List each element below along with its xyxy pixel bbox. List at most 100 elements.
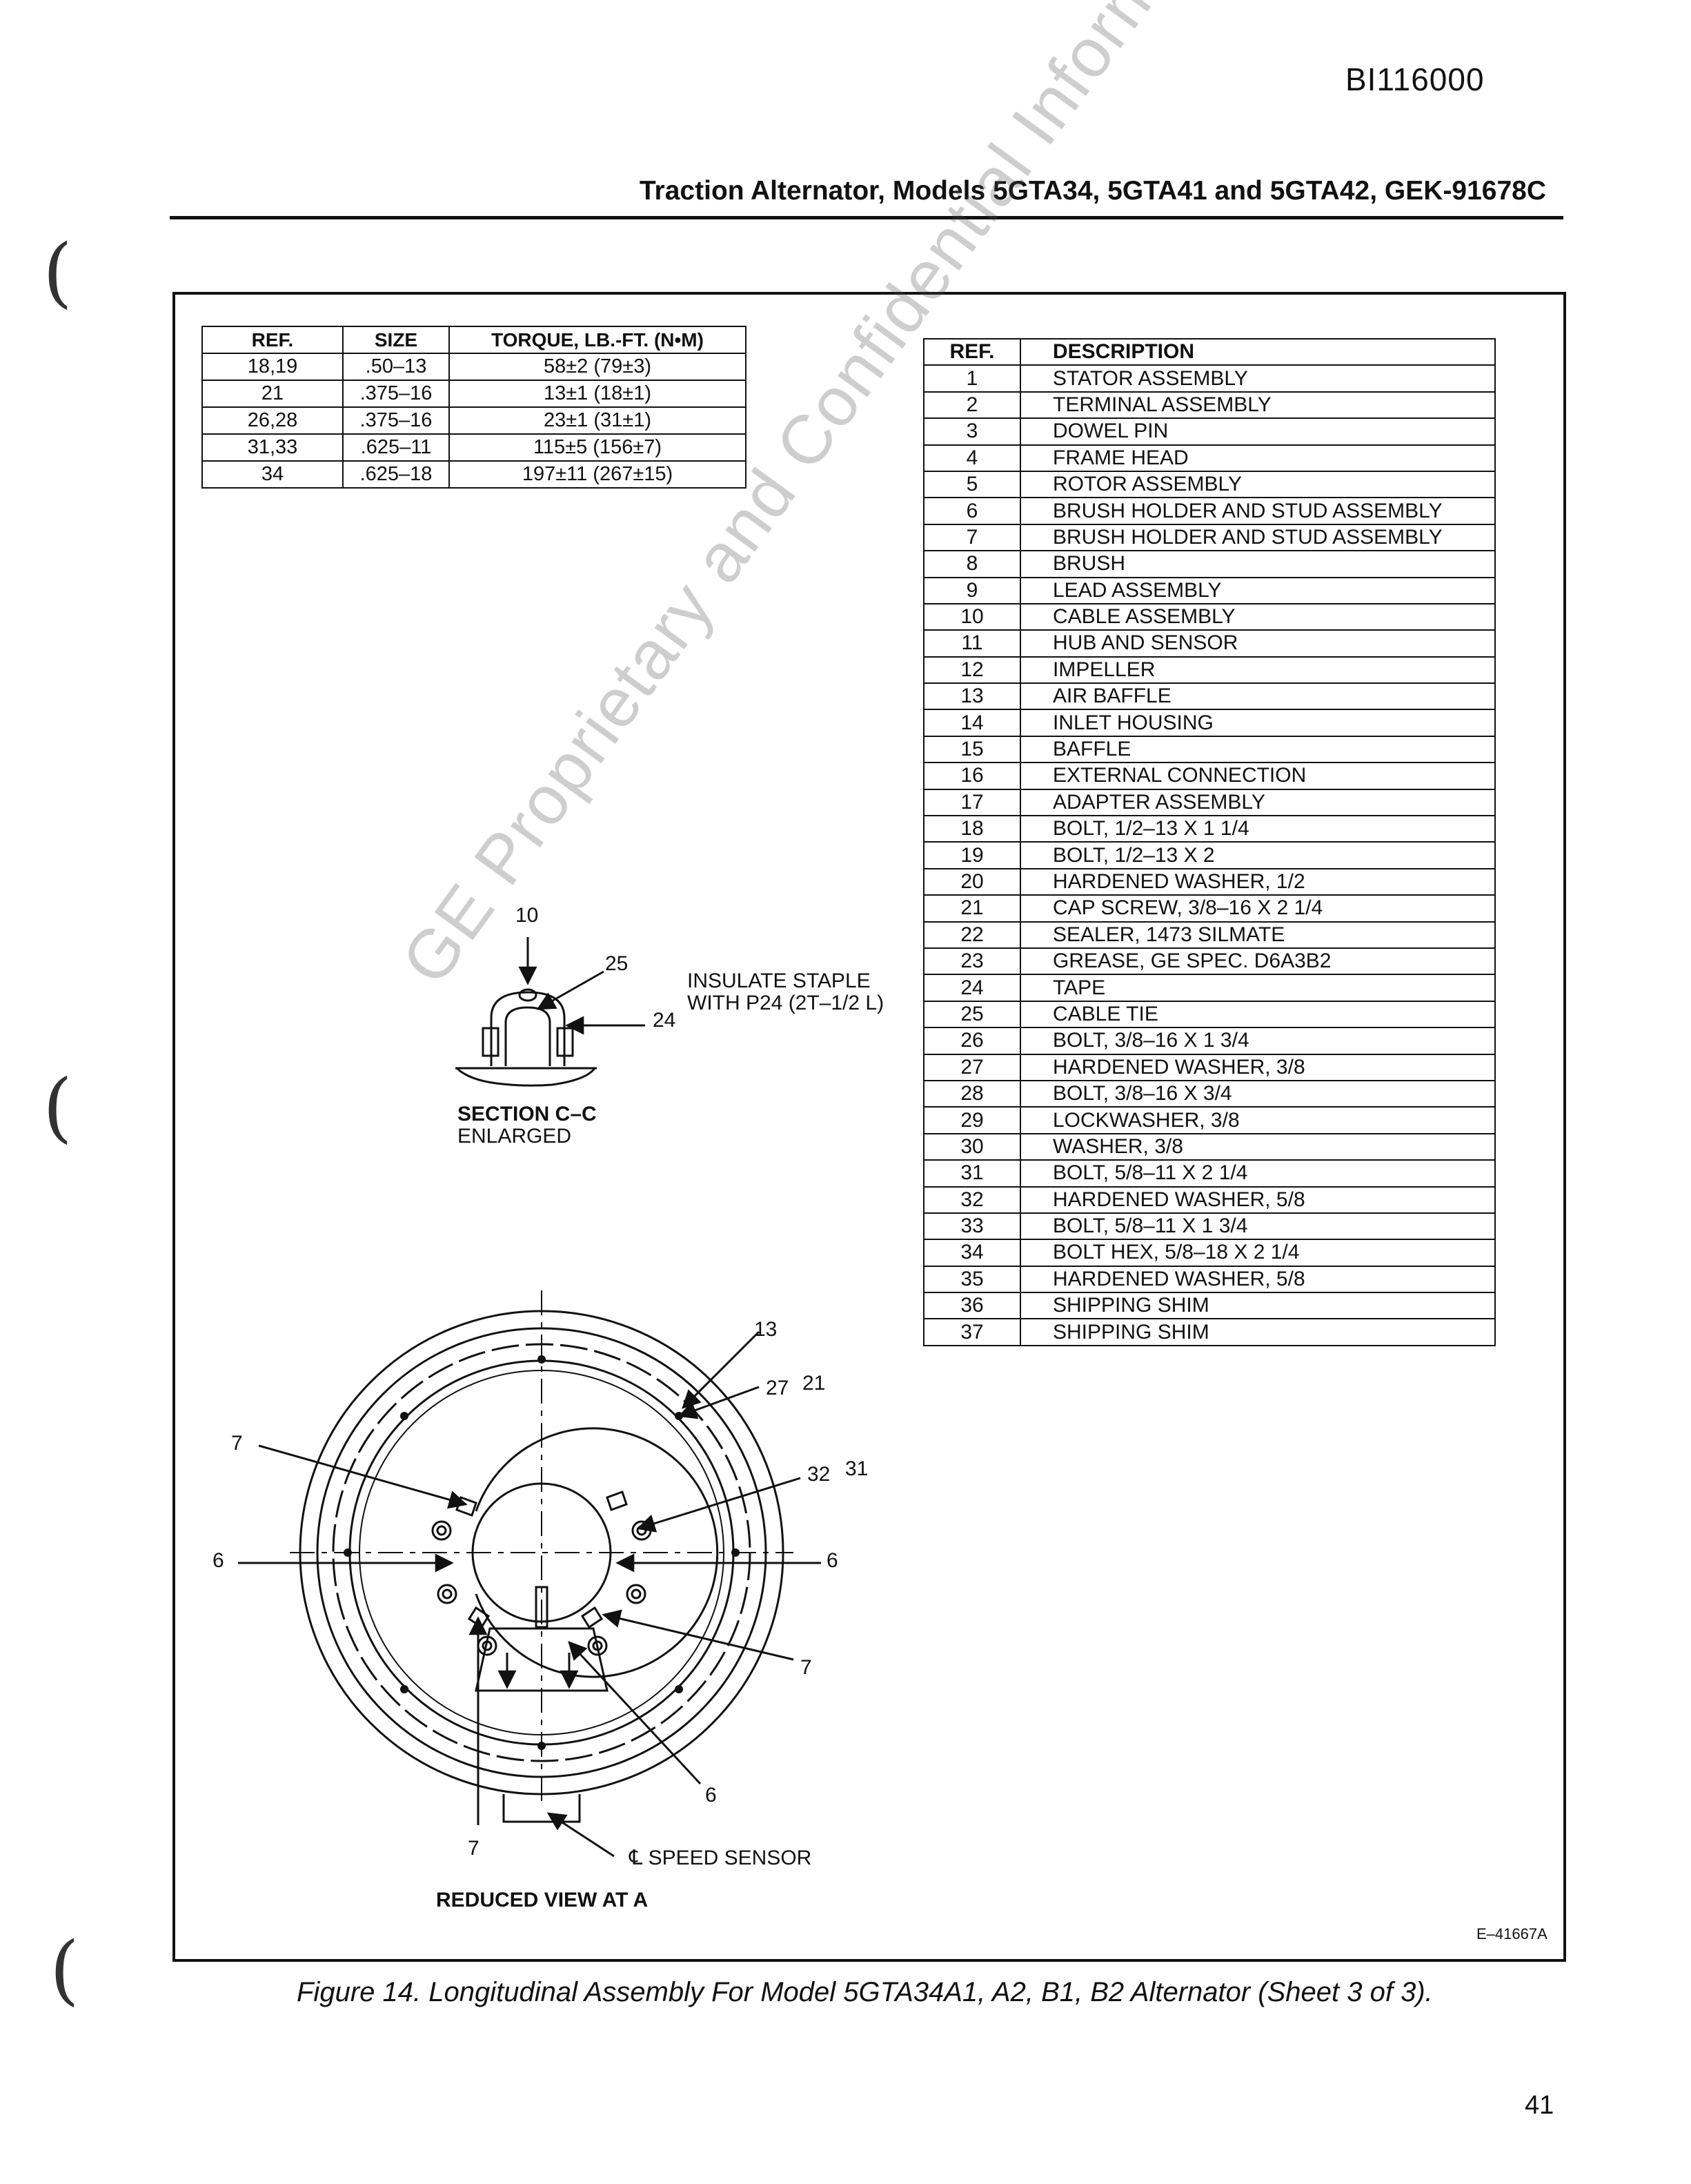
parts-cell-description: GREASE, GE SPEC. D6A3B2 xyxy=(1020,947,1496,976)
callout-7-bottom: 7 xyxy=(468,1837,479,1860)
parts-cell-ref: 14 xyxy=(923,709,1021,737)
callout-6-bottom: 6 xyxy=(705,1784,717,1807)
sensor-boss xyxy=(502,1794,581,1823)
parts-cell-description: BRUSH HOLDER AND STUD ASSEMBLY xyxy=(1020,498,1496,525)
bolt-hole-center xyxy=(436,1525,447,1536)
callout-32: 32 xyxy=(807,1463,831,1486)
parts-cell-description: LEAD ASSEMBLY xyxy=(1020,577,1496,604)
parts-cell-ref: 28 xyxy=(923,1080,1021,1108)
torque-cell-ref: 26,28 xyxy=(201,406,344,435)
torque-cell-ref: 18,19 xyxy=(201,353,344,381)
header-rule xyxy=(170,216,1563,219)
parts-cell-ref: 29 xyxy=(923,1107,1021,1134)
parts-cell-description: BRUSH HOLDER AND STUD ASSEMBLY xyxy=(1020,524,1496,552)
parts-cell-ref: 12 xyxy=(923,656,1021,685)
torque-cell-size: .625–11 xyxy=(342,433,450,462)
parts-cell-ref: 5 xyxy=(923,471,1021,499)
parts-cell-description: DOWEL PIN xyxy=(1020,418,1496,446)
parts-cell-description: SEALER, 1473 SILMATE xyxy=(1020,921,1496,949)
parts-cell-ref: 31 xyxy=(923,1160,1021,1188)
torque-cell-value: 115±5 (156±7) xyxy=(448,433,746,462)
section-base xyxy=(455,1067,597,1087)
parts-cell-ref: 9 xyxy=(923,577,1021,604)
parts-cell-ref: 19 xyxy=(923,842,1021,869)
speed-sensor-label: ℄ SPEED SENSOR xyxy=(629,1847,812,1869)
reduced-view-title: REDUCED VIEW AT A xyxy=(436,1889,649,1911)
parts-cell-ref: 16 xyxy=(923,763,1021,790)
torque-cell-value: 13±1 (18±1) xyxy=(448,380,746,408)
parts-cell-description: HARDENED WASHER, 1/2 xyxy=(1020,868,1496,896)
parts-cell-description: BOLT, 1/2–13 X 2 xyxy=(1020,842,1496,869)
parts-cell-description: STATOR ASSEMBLY xyxy=(1020,365,1496,393)
staple-inner xyxy=(504,1006,551,1066)
leader-7-right xyxy=(602,1609,794,1661)
bolt-hole xyxy=(437,1584,457,1604)
hub-contour xyxy=(475,1427,719,1678)
callout-24: 24 xyxy=(653,1009,676,1032)
callout-6-right: 6 xyxy=(827,1549,838,1572)
parts-cell-description: TAPE xyxy=(1020,974,1496,1002)
parts-cell-description: TERMINAL ASSEMBLY xyxy=(1020,391,1496,420)
callout-27: 27 xyxy=(766,1377,789,1399)
section-c-c-subtitle: ENLARGED xyxy=(457,1125,572,1148)
torque-cell-value: 23±1 (31±1) xyxy=(448,406,746,435)
section-c-c-title: SECTION C–C xyxy=(457,1103,597,1125)
parts-cell-ref: 35 xyxy=(923,1266,1021,1294)
parts-cell-ref: 15 xyxy=(923,736,1021,764)
callout-7-left: 7 xyxy=(231,1432,243,1455)
cable-tie-knot xyxy=(518,988,537,1002)
parts-cell-ref: 1 xyxy=(923,365,1021,393)
parts-cell-ref: 11 xyxy=(923,630,1021,658)
parts-cell-description: HUB AND SENSOR xyxy=(1020,630,1496,658)
center-lines xyxy=(290,1290,793,1808)
torque-header-ref: REF. xyxy=(201,326,344,354)
figure-frame xyxy=(172,292,1566,1962)
bolt-hole-center xyxy=(631,1588,642,1600)
parts-cell-ref: 20 xyxy=(923,868,1021,896)
parts-cell-description: CABLE ASSEMBLY xyxy=(1020,603,1496,631)
parts-cell-description: HARDENED WASHER, 3/8 xyxy=(1020,1054,1496,1081)
parts-header-description: DESCRIPTION xyxy=(1020,337,1496,366)
parts-cell-description: SHIPPING SHIM xyxy=(1020,1292,1496,1320)
document-id: BI116000 xyxy=(1345,61,1485,97)
parts-cell-description: CABLE TIE xyxy=(1020,1001,1496,1029)
parts-cell-description: FRAME HEAD xyxy=(1020,444,1496,472)
callout-13: 13 xyxy=(754,1318,778,1341)
parts-cell-ref: 22 xyxy=(923,921,1021,949)
torque-header-torque: TORQUE, LB.-FT. (N•M) xyxy=(448,326,746,354)
parts-cell-description: HARDENED WASHER, 5/8 xyxy=(1020,1266,1496,1294)
parts-cell-description: BOLT, 3/8–16 X 1 3/4 xyxy=(1020,1027,1496,1055)
staple-leg-right xyxy=(556,1027,574,1057)
sensor-plate xyxy=(475,1627,609,1692)
torque-cell-value: 58±2 (79±3) xyxy=(448,353,746,381)
torque-table: REF. SIZE TORQUE, LB.-FT. (N•M) 18,19.50… xyxy=(201,326,746,489)
leader-6-bottom xyxy=(568,1641,702,1785)
parts-cell-description: EXTERNAL CONNECTION xyxy=(1020,763,1496,790)
parts-cell-description: AIR BAFFLE xyxy=(1020,683,1496,711)
leader-27-21 xyxy=(678,1386,760,1419)
torque-cell-ref: 31,33 xyxy=(201,433,344,462)
bolt-hole xyxy=(631,1520,652,1541)
parts-cell-description: BOLT HEX, 5/8–18 X 2 1/4 xyxy=(1020,1239,1496,1267)
parts-cell-ref: 23 xyxy=(923,947,1021,976)
parts-cell-description: ROTOR ASSEMBLY xyxy=(1020,471,1496,499)
parts-cell-ref: 8 xyxy=(923,551,1021,578)
staple-note-line1: INSULATE STAPLE xyxy=(687,970,871,992)
